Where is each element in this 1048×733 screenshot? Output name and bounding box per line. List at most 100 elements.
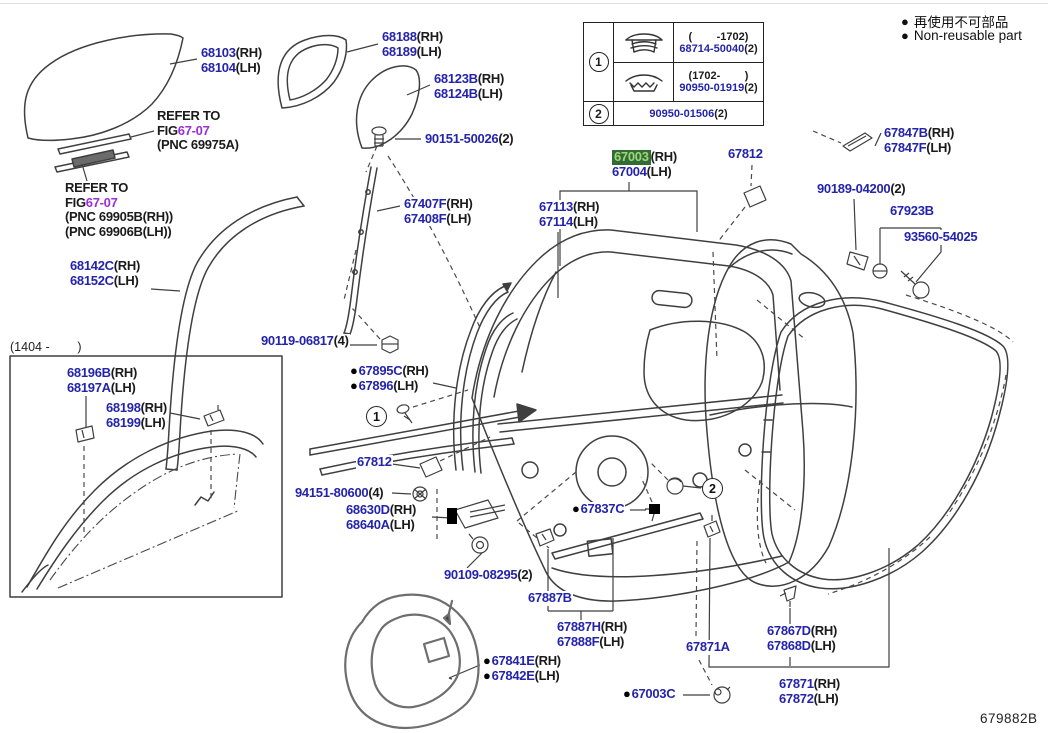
part-number[interactable]: 67887B <box>528 590 572 605</box>
glass-run-68142C <box>165 196 298 470</box>
part-number[interactable]: 67841E <box>491 653 535 668</box>
variant-a-range: ( -1702) <box>688 30 749 43</box>
label-68198[interactable]: 68198(RH)68199(LH) <box>105 400 168 430</box>
part-suffix: (4) <box>368 485 384 500</box>
label-67887H[interactable]: 67887H(RH)67888F(LH) <box>556 619 628 649</box>
square-67812-upper-glyph <box>743 185 767 208</box>
part-number[interactable]: 68198 <box>106 400 141 415</box>
belt-clip-right-glyph <box>703 515 721 538</box>
callout-2-badge: 2 <box>588 103 609 124</box>
part-number[interactable]: 90950-01506 <box>649 107 715 120</box>
part-number[interactable]: 67004 <box>612 163 647 179</box>
label-94151-80600[interactable]: 94151-80600(4) <box>294 485 385 501</box>
inset-box <box>9 355 283 598</box>
label-67407F[interactable]: 67407F(RH)67408F(LH) <box>403 196 474 226</box>
part-number[interactable]: 68199 <box>106 414 141 430</box>
part-number[interactable]: 67407F <box>404 196 447 211</box>
label-67812-lower[interactable]: 67812 <box>356 454 393 470</box>
label-67841E[interactable]: ●67841E(RH)●67842E(LH) <box>482 653 562 683</box>
part-number[interactable]: 67887H <box>557 619 601 634</box>
part-number[interactable]: 68640A <box>346 516 390 532</box>
part-number[interactable]: 90151-50026 <box>425 131 499 146</box>
part-number[interactable]: 67847F <box>884 139 927 155</box>
label-68103[interactable]: 68103(RH)68104(LH) <box>200 45 263 75</box>
part-number[interactable]: 67812 <box>728 146 763 161</box>
part-number[interactable]: 67872 <box>779 690 814 706</box>
part-number[interactable]: 90189-04200 <box>817 181 891 196</box>
part-number[interactable]: 68123B <box>434 71 478 86</box>
part-number[interactable]: 68188 <box>382 29 417 44</box>
part-suffix: (LH) <box>572 213 598 229</box>
part-number[interactable]: 94151-80600 <box>295 485 369 500</box>
label-67887B[interactable]: 67887B <box>527 590 573 606</box>
label-67812-upper[interactable]: 67812 <box>727 146 764 162</box>
label-67837C[interactable]: ●67837C <box>571 501 626 517</box>
part-number[interactable]: 67888F <box>557 633 600 649</box>
part-number[interactable]: 67812 <box>357 454 392 469</box>
label-67871[interactable]: 67871(RH)67872(LH) <box>778 676 841 706</box>
variant-b-range: (1702- ) <box>688 70 749 82</box>
grommet-94151-glyph <box>412 486 428 502</box>
label-68630D[interactable]: 68630D(RH)68640A(LH) <box>345 502 417 532</box>
part-number[interactable]: 68152C <box>70 272 114 288</box>
part-number[interactable]: 68124B <box>434 85 478 101</box>
part-number[interactable]: 67871A <box>686 639 730 654</box>
part-number[interactable]: 68714-50040 <box>679 42 745 55</box>
label-90109-08295[interactable]: 90109-08295(2) <box>443 567 534 583</box>
part-number[interactable]: 67923B <box>890 203 934 218</box>
label-67847B[interactable]: 67847B(RH)67847F(LH) <box>883 125 955 155</box>
part-number[interactable]: 67867D <box>767 623 811 638</box>
part-number[interactable]: 68630D <box>346 502 390 517</box>
label-90119-06817[interactable]: 90119-06817(4) <box>260 333 350 349</box>
clip-90189-glyph <box>846 251 869 271</box>
part-number[interactable]: 67114 <box>539 213 573 229</box>
part-number[interactable]: 67113 <box>539 199 573 214</box>
non-reusable-bullet-icon: ● <box>901 28 909 43</box>
label-90151-50026[interactable]: 90151-50026(2) <box>424 131 515 147</box>
part-number[interactable]: 90109-08295 <box>444 567 518 582</box>
part-number[interactable]: 67895C <box>358 363 403 378</box>
part-number[interactable]: 67837C <box>580 501 625 516</box>
part-number[interactable]: 67408F <box>404 210 447 226</box>
label-67923B[interactable]: 67923B <box>889 203 935 219</box>
label-93560-54025[interactable]: 93560-54025 <box>903 229 979 245</box>
part-number[interactable]: 68196B <box>67 365 111 380</box>
part-number[interactable]: 93560-54025 <box>904 229 978 244</box>
figure-number: 679882B <box>980 711 1038 726</box>
part-number: 67-07 <box>177 122 210 138</box>
label-68196B[interactable]: 68196B(RH)68197A(LH) <box>66 365 138 395</box>
part-number[interactable]: 67847B <box>884 125 928 140</box>
label-67003C[interactable]: ●67003C <box>622 686 677 702</box>
part-number[interactable]: 67896 <box>358 377 394 393</box>
part-number[interactable]: 68142C <box>70 258 114 273</box>
part-number[interactable]: 67871 <box>779 676 814 691</box>
label-67871A[interactable]: 67871A <box>685 639 731 655</box>
label-68123B[interactable]: 68123B(RH)68124B(LH) <box>433 71 505 101</box>
service-hole-cover <box>344 593 480 729</box>
part-number[interactable]: 68103 <box>201 45 236 60</box>
part-suffix: (LH) <box>140 414 166 430</box>
label-68142C[interactable]: 68142C(RH)68152C(LH) <box>69 258 141 288</box>
part-number[interactable]: 90950-01919 <box>679 82 745 94</box>
part-suffix: (RH) <box>813 676 841 691</box>
label-67867D[interactable]: 67867D(RH)67868D(LH) <box>766 623 838 653</box>
part-number[interactable]: 68197A <box>67 379 111 395</box>
label-67003[interactable]: 67003(RH)67004(LH) <box>611 149 678 179</box>
label-68188[interactable]: 68188(RH)68189(LH) <box>381 29 444 59</box>
part-number[interactable]: 67868D <box>767 637 811 653</box>
label-90189-04200[interactable]: 90189-04200(2) <box>816 181 907 197</box>
part-number[interactable]: 68189 <box>382 43 417 59</box>
label-67895C[interactable]: ●67895C(RH)●67896(LH) <box>349 363 430 393</box>
part-suffix: (LH) <box>646 163 672 179</box>
part-number-highlighted[interactable]: 67003 <box>612 149 651 165</box>
part-number[interactable]: 90119-06817 <box>261 333 334 348</box>
part-suffix: (RH) <box>650 149 678 164</box>
part-suffix: (LH) <box>813 690 839 706</box>
part-number[interactable]: 68104 <box>201 59 236 75</box>
label-67113[interactable]: 67113(RH)67114(LH) <box>538 199 601 229</box>
part-number[interactable]: 67842E <box>491 667 535 683</box>
note-jp-text: 再使用不可部品 <box>913 15 1009 30</box>
part-number[interactable]: 67003C <box>631 686 676 701</box>
part-suffix: (RH) <box>416 29 444 44</box>
